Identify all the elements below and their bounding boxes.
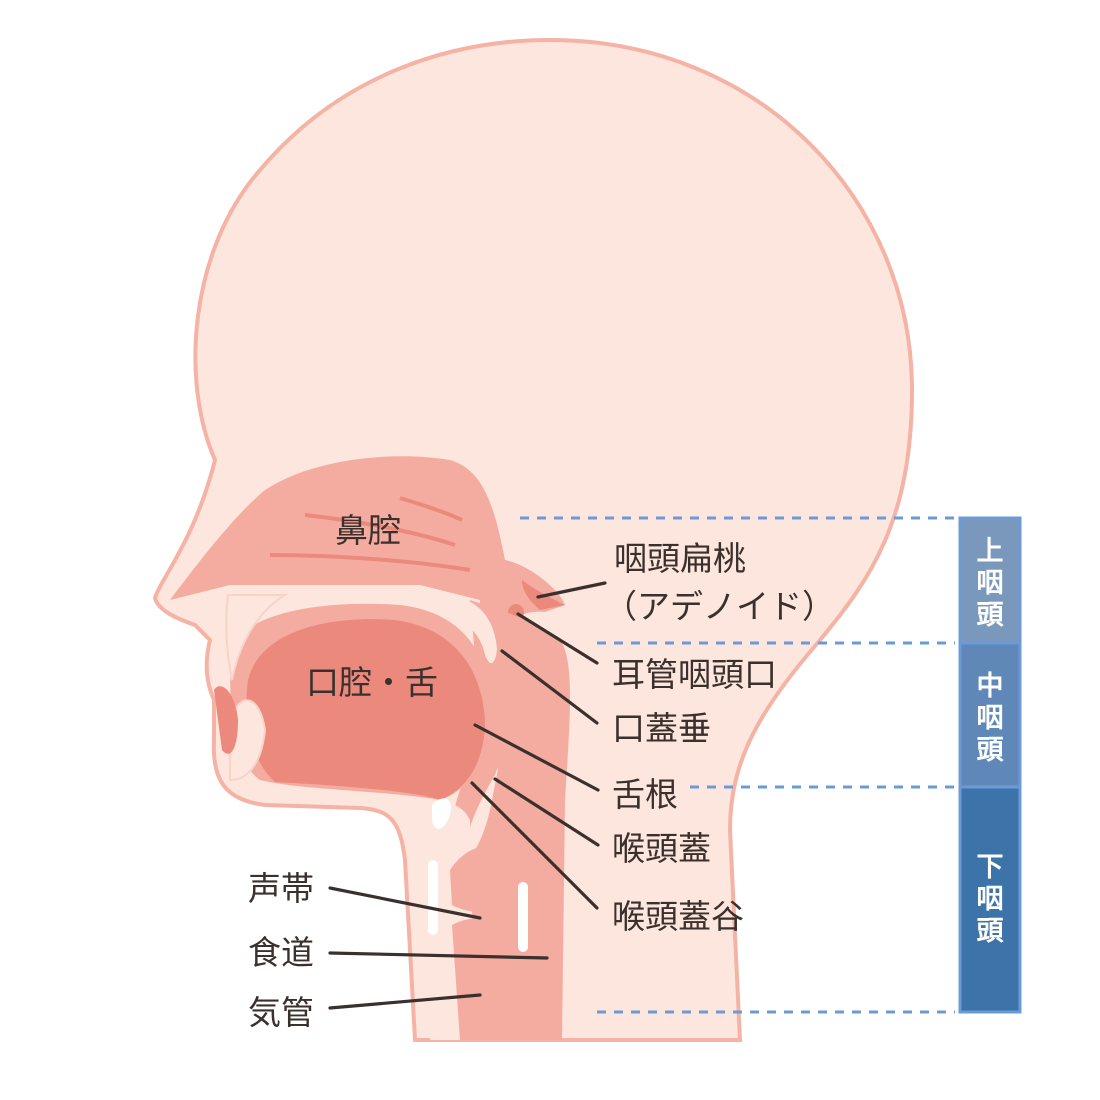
nasal-cavity-shape xyxy=(170,456,565,740)
cartilage-highlight xyxy=(428,860,438,935)
label-nasal-cavity: 鼻腔 xyxy=(335,511,401,550)
cartilage-highlight xyxy=(518,882,528,952)
label-adenoid: （アデノイド） xyxy=(604,587,835,626)
leader-vocal-cords xyxy=(328,886,482,920)
label-pharyngeal-tonsil: 咽頭扁桃 xyxy=(614,539,746,578)
larynx-shape xyxy=(450,846,520,913)
pharynx-region-bar: 上 咽 頭 中 咽 頭 下 咽 頭 xyxy=(958,516,1022,1014)
lips xyxy=(214,686,238,754)
leader-adenoid xyxy=(536,581,607,599)
region-char: 中 xyxy=(977,671,1004,702)
region-hypopharynx xyxy=(958,785,1022,1014)
tongue-shape xyxy=(246,619,485,800)
region-char: 咽 xyxy=(977,703,1004,734)
leader-eustachian xyxy=(516,612,599,665)
upper-teeth xyxy=(225,594,289,681)
leader-uvula xyxy=(500,649,599,725)
label-eustachian-opening: 耳管咽頭口 xyxy=(612,655,777,694)
region-char: 咽 xyxy=(977,568,1004,599)
region-char: 頭 xyxy=(977,735,1005,766)
leader-vallecula xyxy=(470,781,599,910)
leader-esophagus xyxy=(328,951,549,960)
label-vallecula: 喉頭蓋谷 xyxy=(612,897,744,936)
region-char: 頭 xyxy=(977,916,1005,947)
trachea-shape xyxy=(452,917,530,1040)
region-char: 頭 xyxy=(977,600,1005,631)
label-tongue-root: 舌根 xyxy=(612,775,678,814)
label-trachea: 気管 xyxy=(248,993,314,1032)
hard-palate xyxy=(230,586,497,664)
label-oral-cavity-tongue: 口腔・舌 xyxy=(306,663,438,702)
hyoid-highlight xyxy=(432,798,451,830)
leader-trachea xyxy=(328,993,482,1010)
leader-tongue-root xyxy=(473,723,600,792)
region-char: 下 xyxy=(977,852,1004,883)
leader-lines xyxy=(328,581,607,1010)
lower-teeth xyxy=(229,699,267,782)
label-epiglottis: 喉頭蓋 xyxy=(612,829,711,868)
region-nasopharynx xyxy=(958,516,1022,645)
nasal-turbinates xyxy=(269,496,471,572)
region-char: 咽 xyxy=(977,884,1004,915)
label-esophagus: 食道 xyxy=(248,933,314,972)
leader-epiglottis xyxy=(493,777,600,847)
label-vocal-cords: 声帯 xyxy=(248,869,314,908)
label-uvula: 口蓋垂 xyxy=(612,709,711,748)
region-char: 上 xyxy=(977,536,1004,567)
